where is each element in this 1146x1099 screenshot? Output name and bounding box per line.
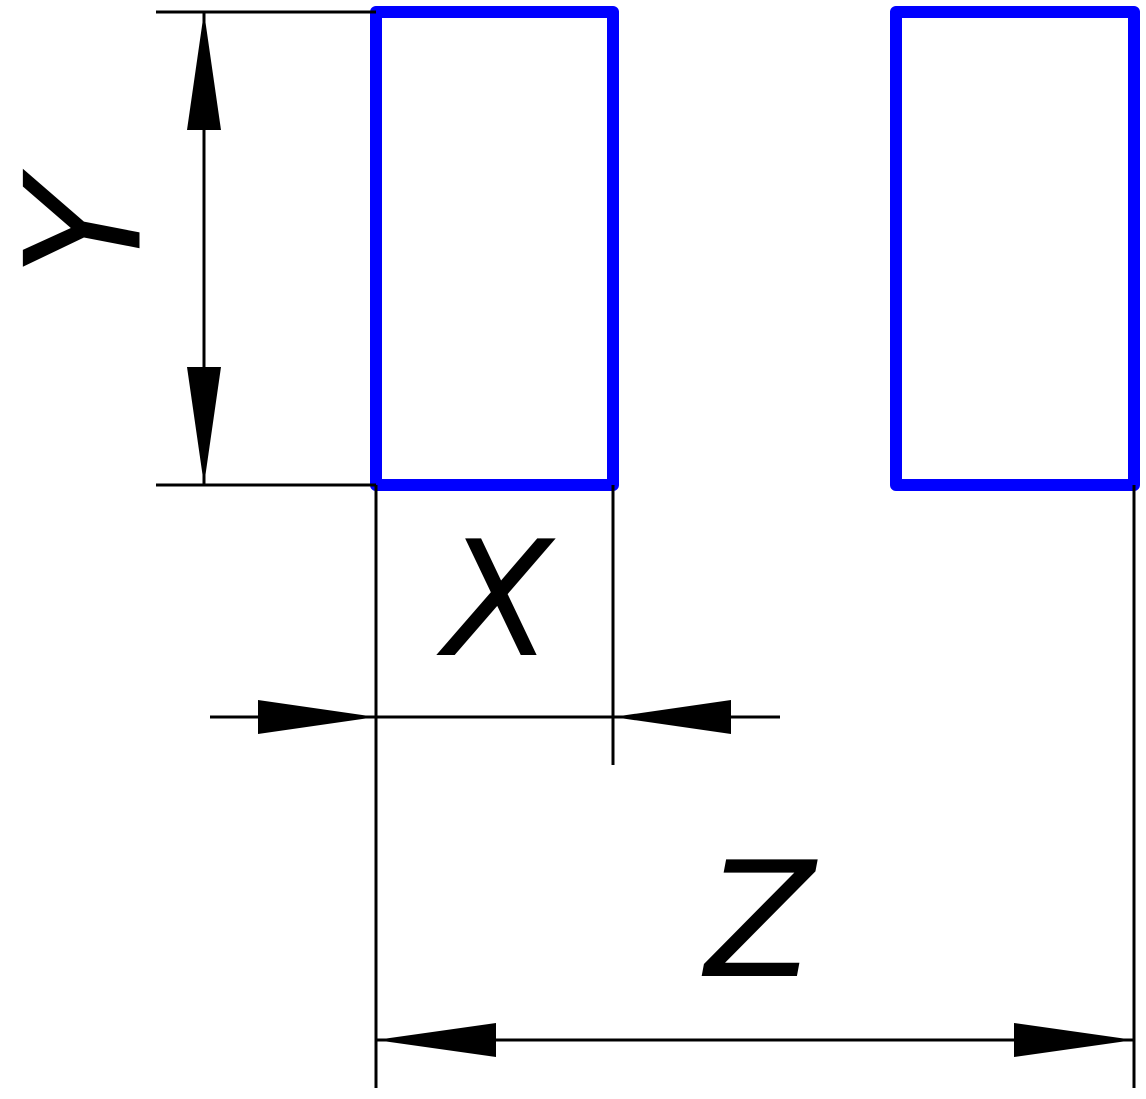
arrowhead-y-bottom (187, 367, 221, 485)
arrowhead-z-right (1014, 1023, 1134, 1057)
dimension-x: X (210, 485, 780, 765)
dimension-label-z: Z (701, 827, 818, 1014)
arrowhead-x-left (258, 700, 376, 734)
arrowhead-z-left (376, 1023, 496, 1057)
dimension-y: Y (0, 10, 376, 487)
arrowhead-y-top (187, 12, 221, 130)
dimension-z: Z (374, 485, 1136, 1088)
dimension-label-x: X (436, 506, 556, 693)
right-rectangle (890, 6, 1140, 491)
arrowhead-x-right (613, 700, 731, 734)
dimension-label-y: Y (0, 168, 178, 277)
left-rectangle (370, 6, 619, 491)
